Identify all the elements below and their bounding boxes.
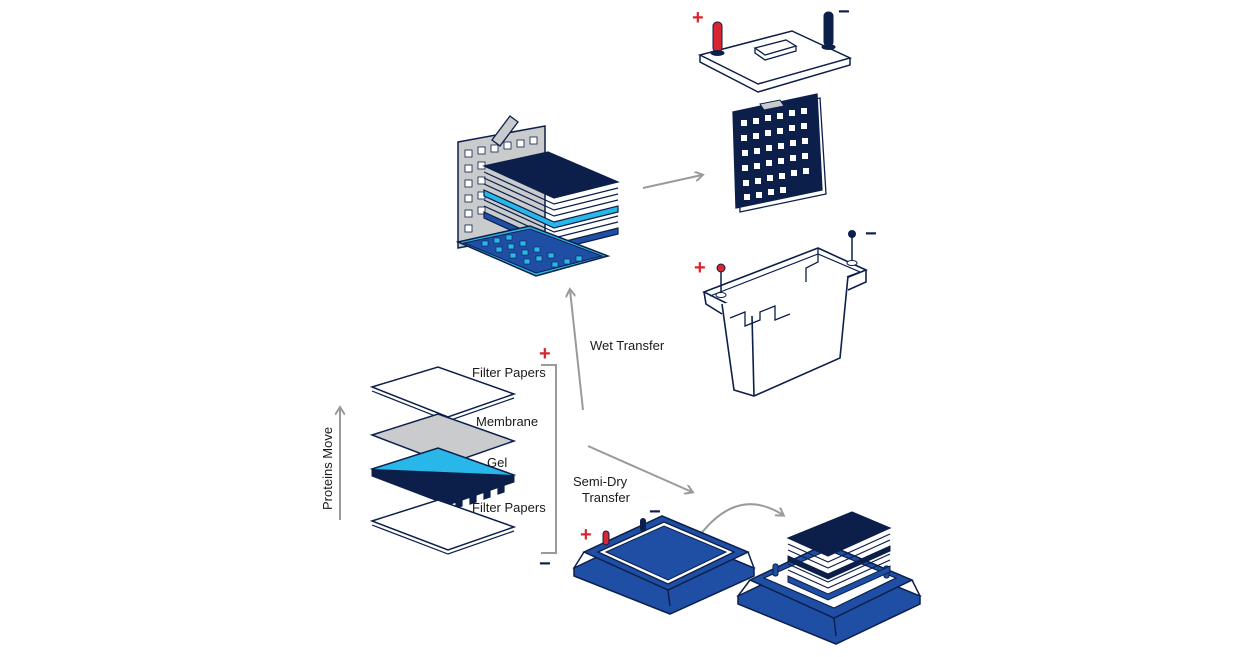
semi-dry-plus-sign: + (580, 524, 592, 546)
cassette-to-tank-arrow (642, 175, 702, 189)
semi-dry-base (572, 515, 756, 615)
tank-minus-sign: − (865, 223, 877, 245)
filter-papers-bottom-label: Filter Papers (472, 500, 546, 515)
wet-transfer-arrow (570, 290, 584, 411)
lid-plus-sign: + (692, 7, 704, 29)
wet-transfer-label: Wet Transfer (590, 338, 665, 353)
semi-dry-assembled (736, 511, 922, 645)
proteins-move-label: Proteins Move (320, 427, 335, 510)
semi-dry-stack-arrow (699, 503, 783, 536)
filter-papers-top-label: Filter Papers (472, 365, 546, 380)
gel-label: Gel (487, 455, 507, 470)
transfer-tank (702, 230, 869, 397)
closed-cassette (732, 93, 827, 213)
lid-minus-sign: − (838, 1, 850, 23)
filter-paper-bottom-sheet (369, 499, 517, 551)
electrode-bracket (541, 364, 557, 554)
bracket-plus-sign: + (539, 343, 551, 365)
bracket-minus-sign: − (539, 553, 551, 575)
wet-transfer-cassette (455, 115, 620, 277)
membrane-label: Membrane (476, 414, 538, 429)
semi-dry-arrow (587, 445, 692, 492)
semi-dry-label-line2: Transfer (582, 490, 631, 505)
tank-lid (697, 11, 853, 93)
filter-paper-top-sheet (369, 366, 517, 418)
tank-plus-sign: + (694, 257, 706, 279)
sandwich-stack (369, 366, 517, 555)
semi-dry-minus-sign: − (649, 501, 661, 523)
semi-dry-label-line1: Semi-Dry (573, 474, 628, 489)
